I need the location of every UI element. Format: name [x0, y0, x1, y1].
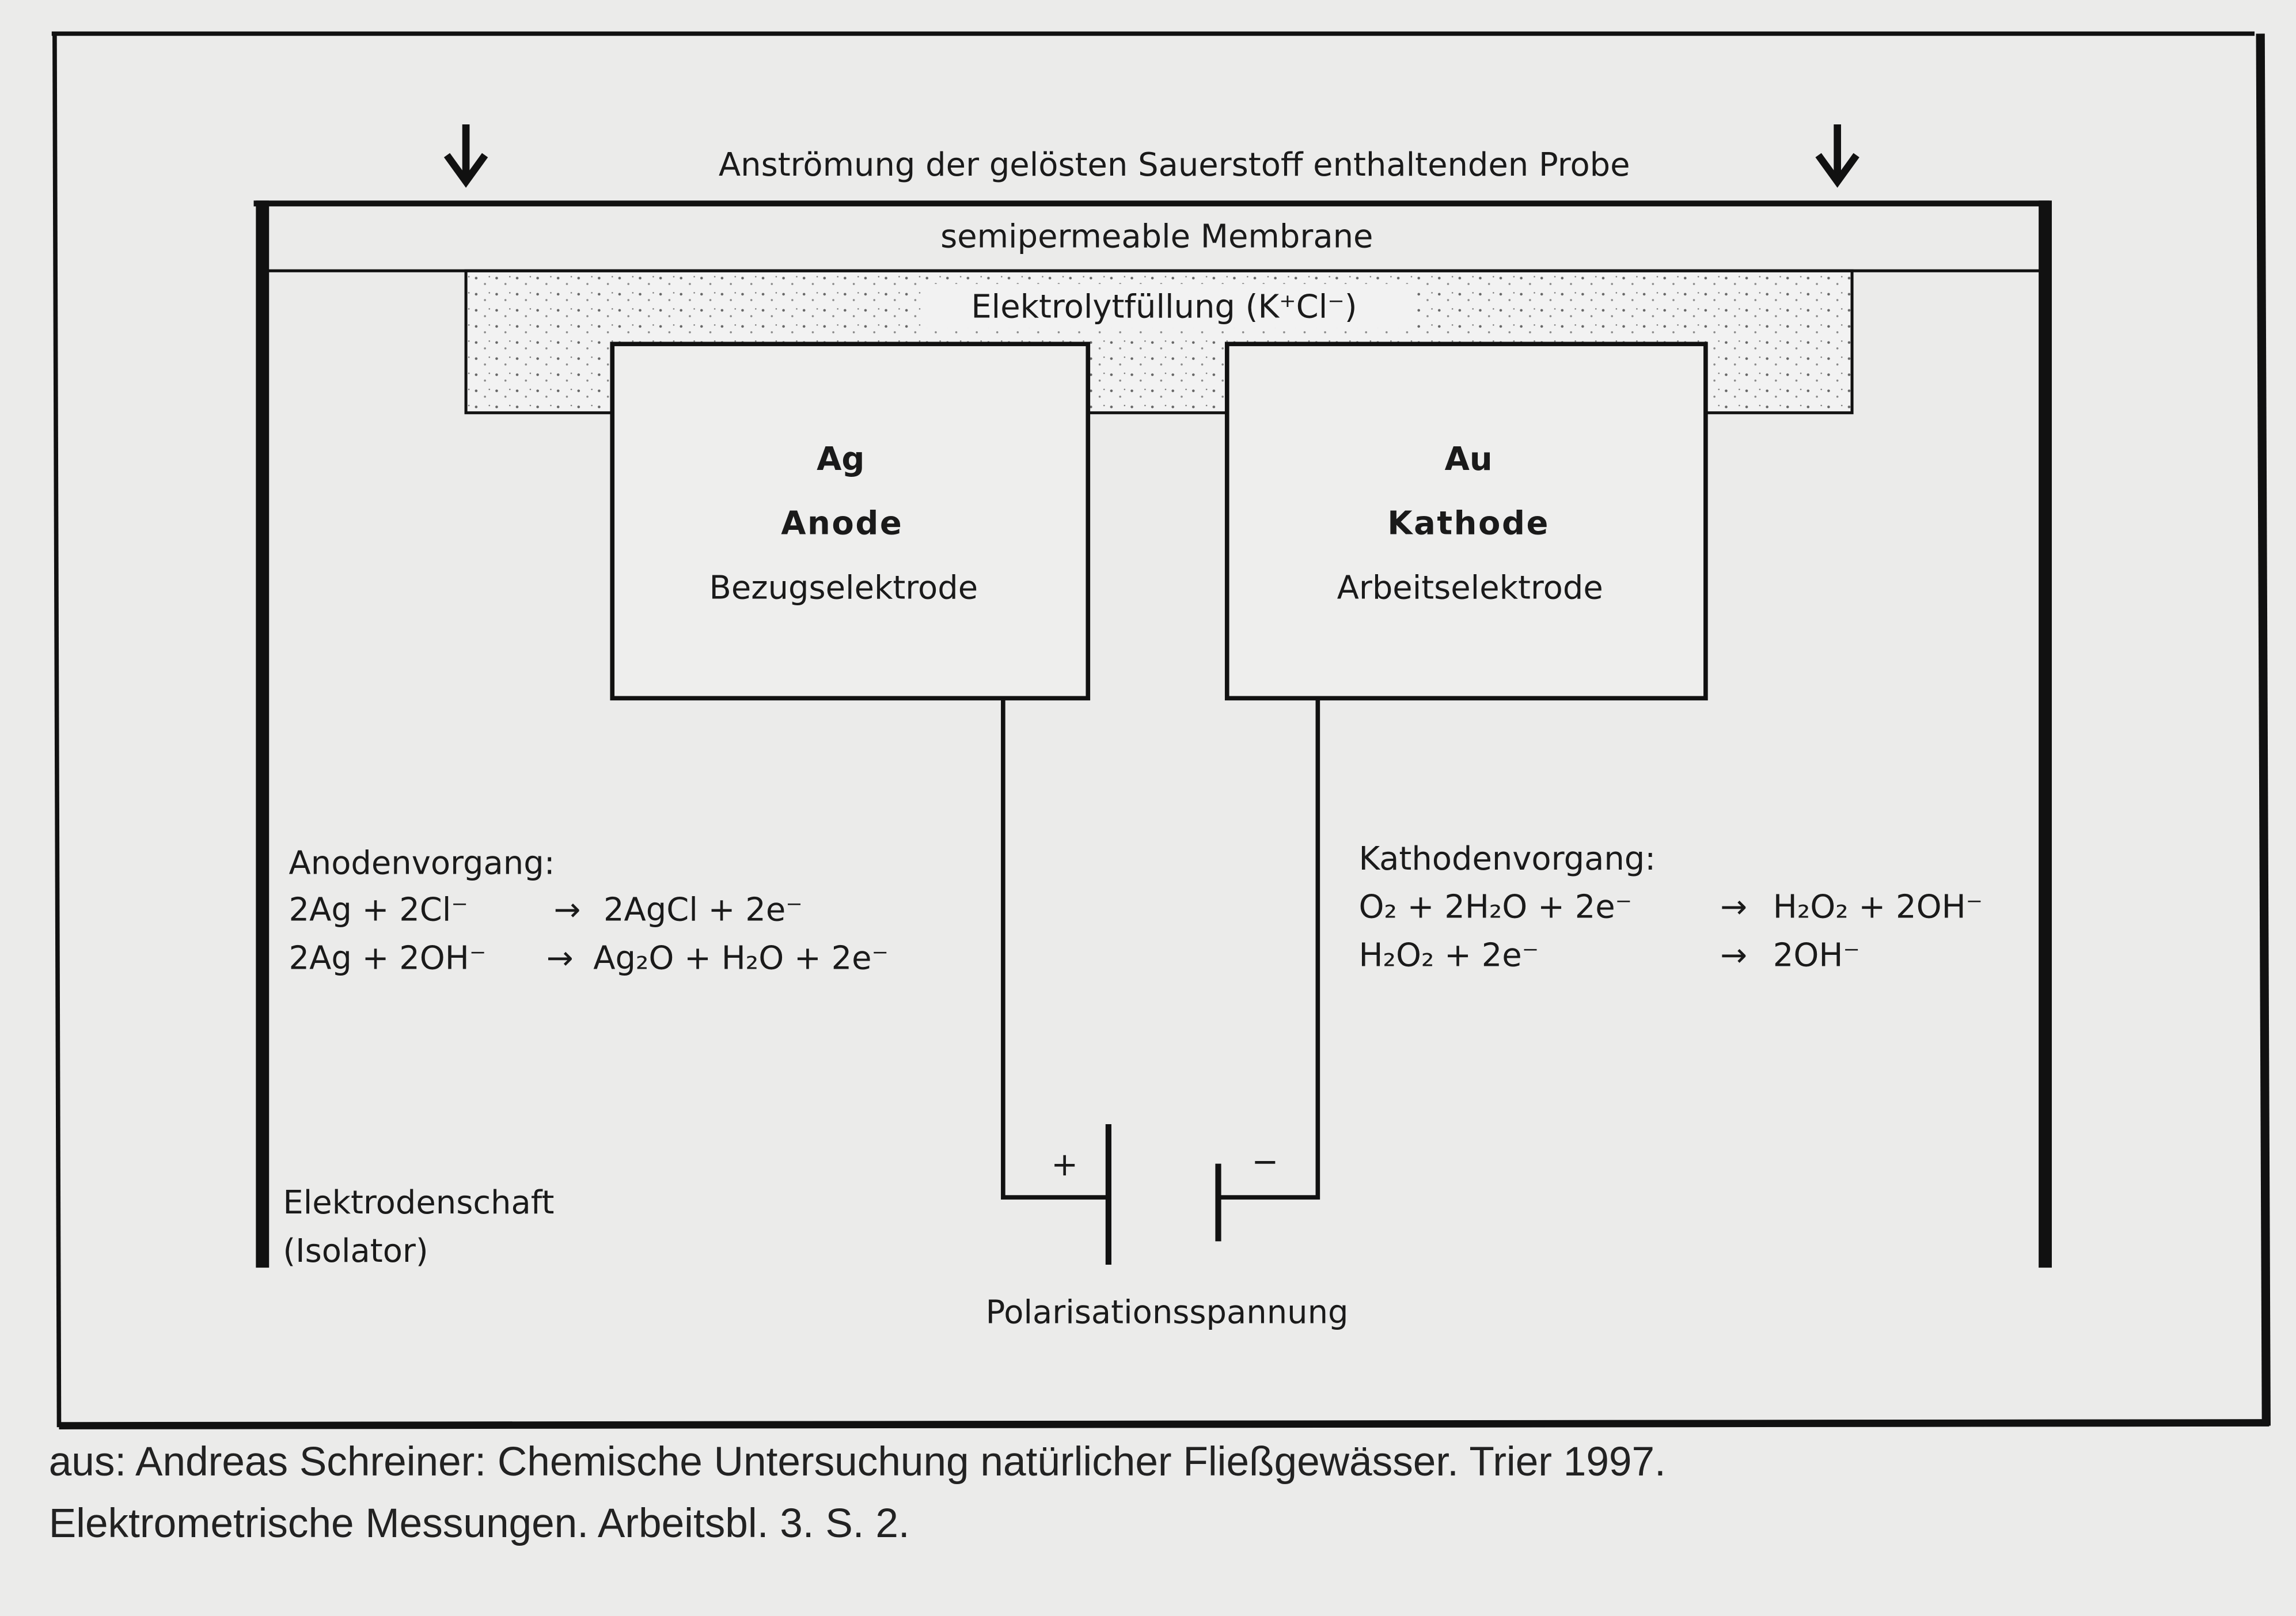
outer-frame [51, 31, 2271, 1429]
cathode-eq2-right: 2OH⁻ [1773, 936, 1860, 974]
plus-sign: + [1051, 1146, 1078, 1183]
anode-eq2-arrow: → [547, 940, 574, 977]
anode-eq2-right: Ag₂O + H₂O + 2e⁻ [593, 940, 889, 977]
anode-box [610, 342, 1091, 701]
caption-line-1: aus: Andreas Schreiner: Chemische Unters… [49, 1439, 1666, 1485]
electrolyte-label: Elektrolytfüllung (K⁺Cl⁻) [971, 289, 1357, 326]
cathode-eq1-arrow: → [1720, 889, 1747, 926]
anode-process-title: Anodenvorgang: [289, 844, 555, 882]
cathode-box [1224, 342, 1708, 701]
voltage-label: Polarisationsspannung [986, 1294, 1349, 1332]
shaft-label: Elektrodenschaft [283, 1184, 554, 1222]
minus-sign: − [1251, 1143, 1278, 1181]
anode-eq1-left: 2Ag + 2Cl⁻ [289, 892, 468, 929]
cathode-eq1-left: O₂ + 2H₂O + 2e⁻ [1359, 889, 1633, 926]
cathode-eq1-right: H₂O₂ + 2OH⁻ [1773, 889, 1983, 926]
membrane [253, 200, 2050, 272]
anode-role: Bezugselektrode [709, 570, 978, 607]
cathode-name: Kathode [1387, 505, 1550, 543]
anode-eq2-left: 2Ag + 2OH⁻ [289, 940, 487, 977]
cathode-eq2-left: H₂O₂ + 2e⁻ [1359, 936, 1539, 974]
caption-line-2: Elektrometrische Messungen. Arbeitsbl. 3… [49, 1501, 910, 1546]
membrane-label: semipermeable Membrane [940, 218, 1373, 256]
shaft-sublabel: (Isolator) [283, 1232, 428, 1270]
anode-eq1-right: 2AgCl + 2e⁻ [604, 892, 803, 929]
cathode-process-title: Kathodenvorgang: [1359, 840, 1656, 878]
down-arrow-icon [443, 124, 488, 188]
cathode-eq2-arrow: → [1720, 936, 1747, 974]
anode-name: Anode [781, 505, 903, 543]
inflow-label: Anströmung der gelösten Sauerstoff entha… [719, 146, 1630, 184]
cathode-role: Arbeitselektrode [1337, 570, 1603, 607]
circuit-wires [1001, 698, 1320, 1265]
anode-eq1-arrow: → [554, 892, 581, 929]
anode-element: Ag [817, 441, 864, 478]
down-arrow-icon [1815, 124, 1859, 188]
cathode-element: Au [1445, 441, 1493, 478]
